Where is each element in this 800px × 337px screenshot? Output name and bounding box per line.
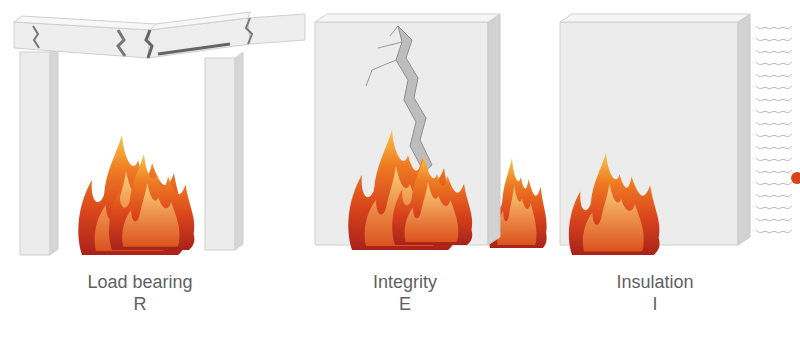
heat-wave: [756, 218, 792, 221]
heat-wave: [756, 158, 792, 161]
heat-wave: [756, 134, 792, 137]
heat-wave: [756, 182, 792, 185]
heat-wave: [756, 230, 792, 233]
heat-wave: [756, 38, 792, 41]
heat-dot: [791, 172, 800, 184]
heat-wave: [756, 62, 792, 65]
heat-wave: [756, 194, 792, 197]
panel-code: I: [652, 294, 657, 314]
heat-wave: [756, 26, 792, 29]
heat-wave: [756, 86, 792, 89]
panel-code: E: [399, 294, 411, 314]
panel-title: Integrity: [373, 272, 437, 292]
panel-code: R: [134, 294, 147, 314]
heat-wave: [756, 146, 792, 149]
panel-title: Load bearing: [87, 272, 192, 292]
integrity-wall: [315, 14, 547, 250]
load-bearing-frame: [14, 12, 305, 255]
heat-wave: [756, 74, 792, 77]
insulation-wall: [560, 14, 800, 255]
heat-wave: [756, 170, 792, 173]
heat-wave: [756, 98, 792, 101]
heat-wave: [756, 206, 792, 209]
panel-title: Insulation: [616, 272, 693, 292]
heat-wave: [756, 50, 792, 53]
heat-waves: [756, 26, 792, 233]
heat-wave: [756, 110, 792, 113]
heat-wave: [756, 122, 792, 125]
